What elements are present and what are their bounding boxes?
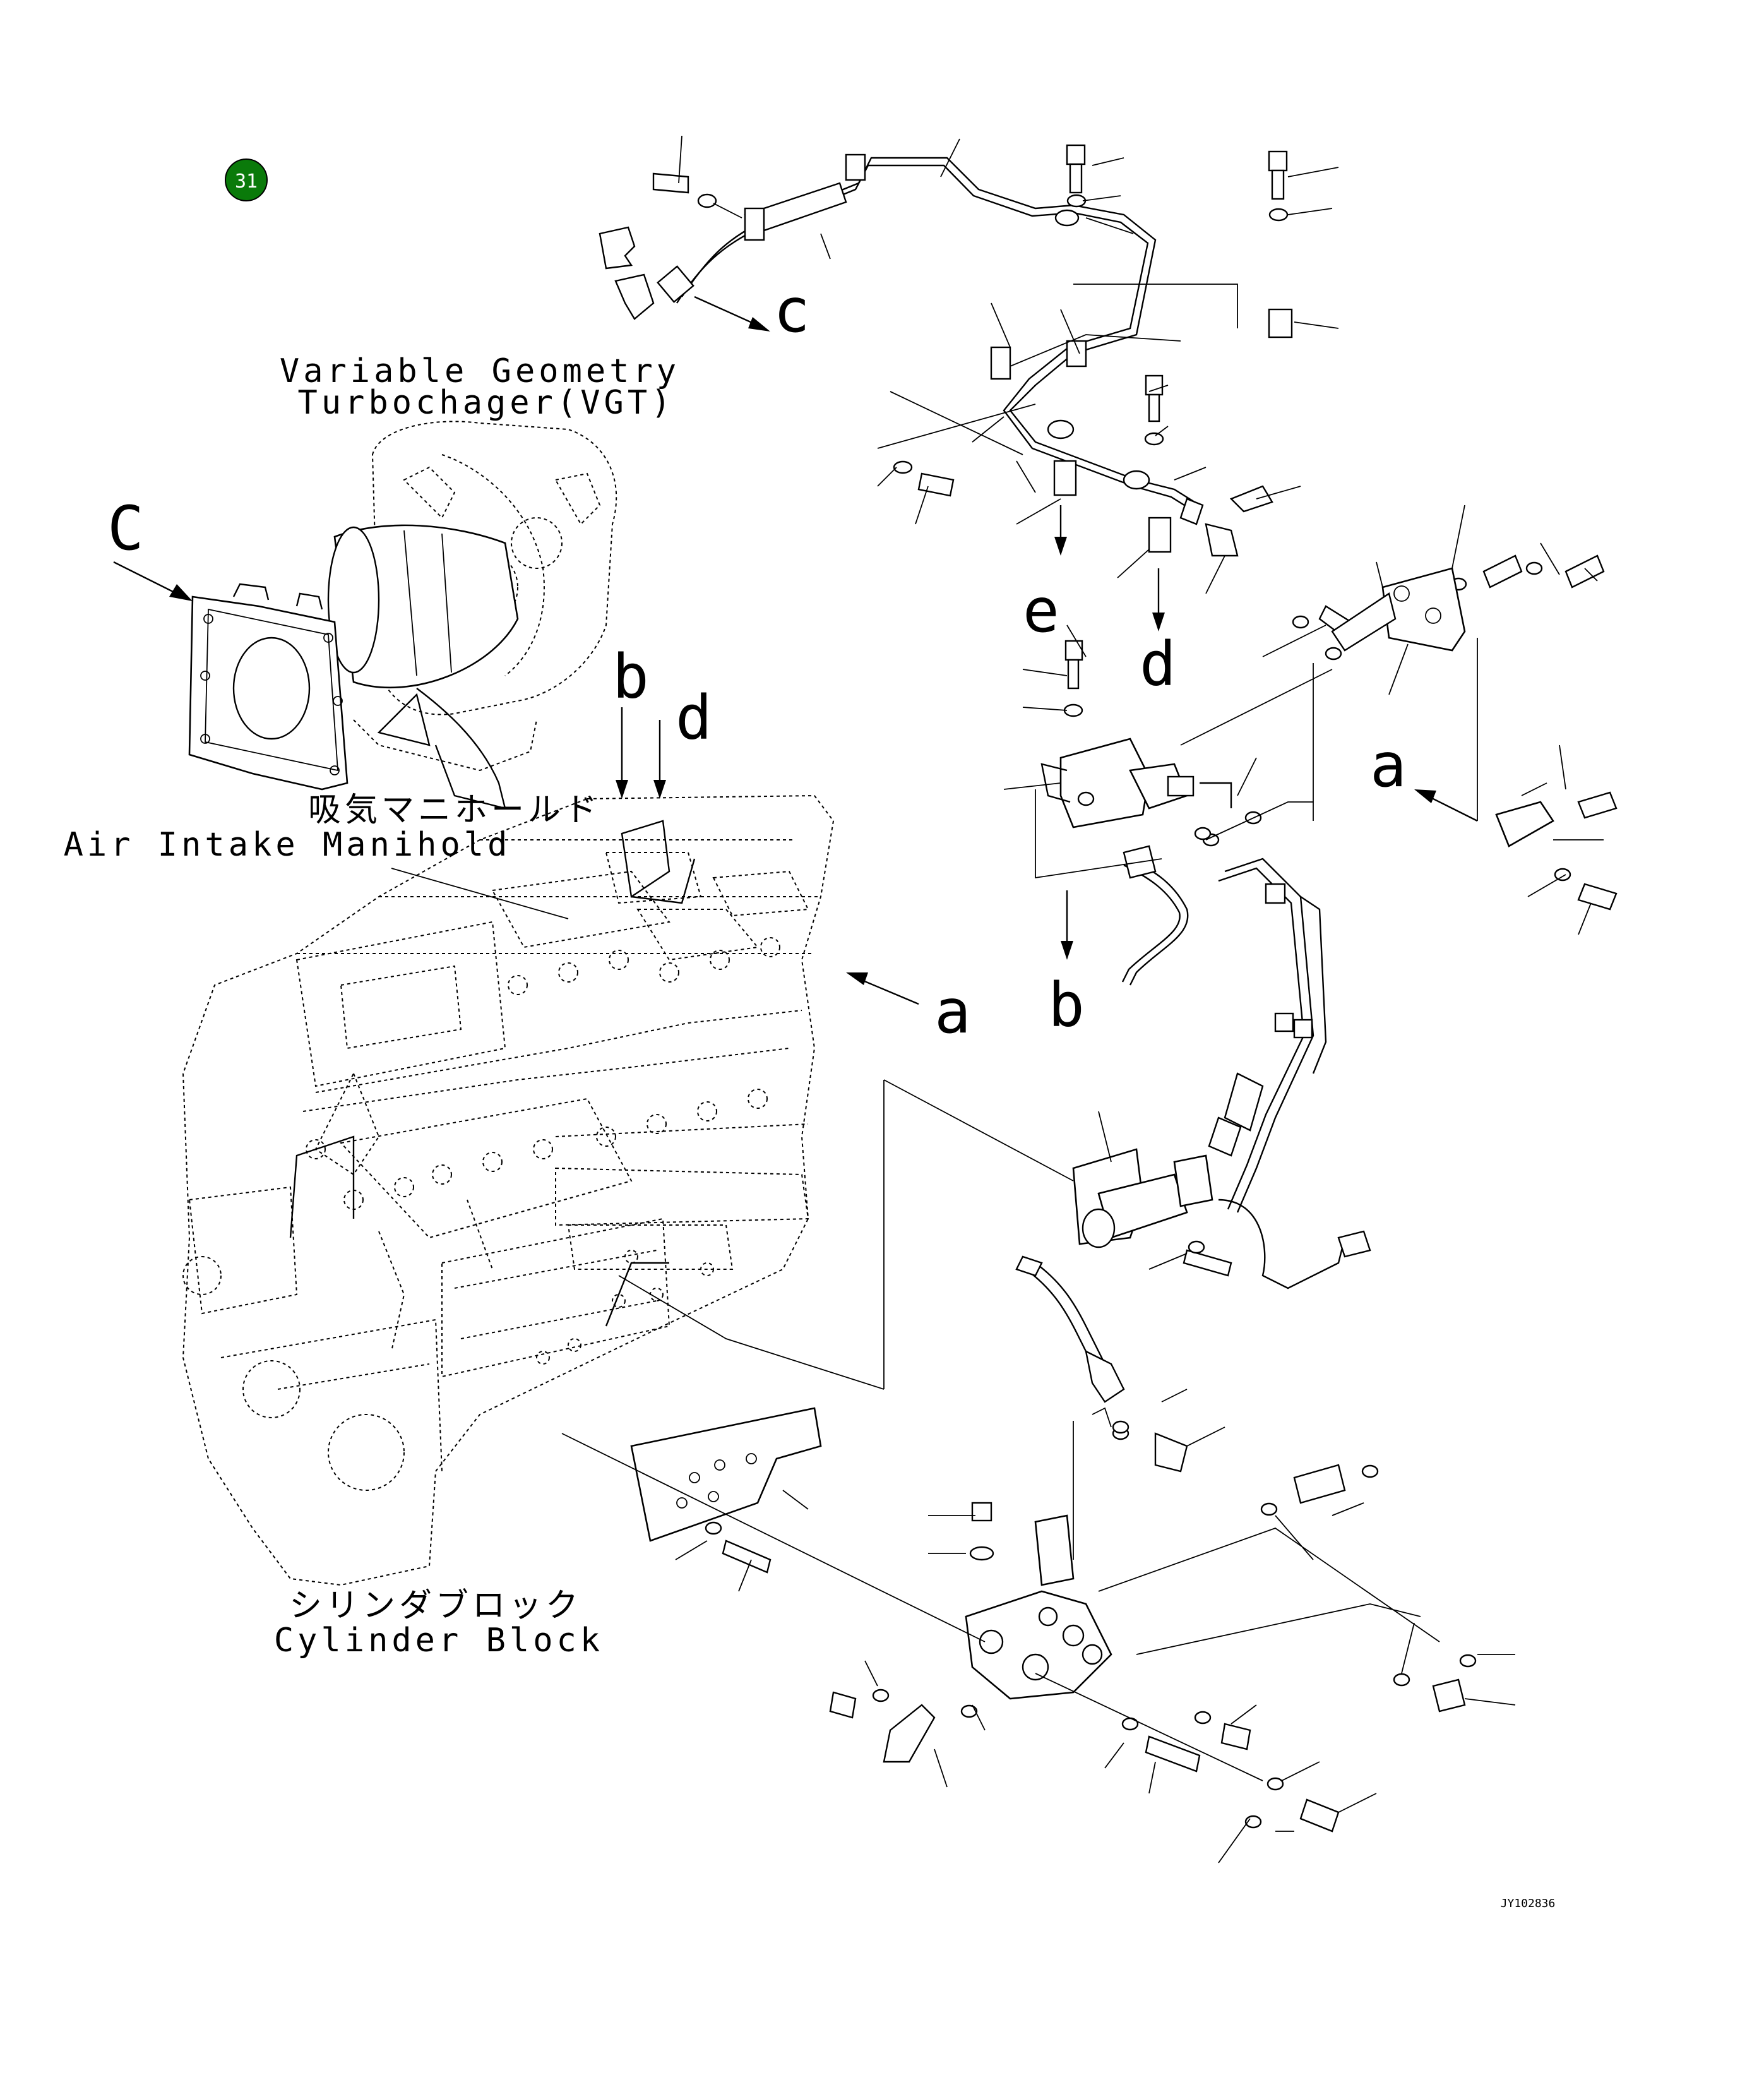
view-e-arrow: e [1023, 505, 1067, 646]
view-letter: C [107, 493, 144, 564]
view-a-arrow-block: a [846, 972, 971, 1047]
tee-block-upper [1331, 567, 1466, 652]
block-label-en: Cylinder Block [274, 1622, 604, 1659]
view-d-arrow-block: d [653, 683, 712, 799]
view-letter: b [1048, 970, 1085, 1041]
view-a-arrow-right: a [1370, 730, 1478, 822]
page-number-badge[interactable]: 31 [225, 158, 268, 201]
manifold-label-jp: 吸気マニホールド [308, 791, 601, 829]
clip-icon [1229, 485, 1273, 513]
drain-hose [1015, 1255, 1125, 1403]
clip-icon [599, 226, 636, 270]
valve-block [965, 1514, 1112, 1700]
view-letter: b [612, 642, 649, 712]
view-letter: d [1140, 629, 1176, 700]
view-c-arrow-upper: c [694, 275, 810, 346]
air-tube-upper [657, 153, 1204, 525]
fasteners-lower [705, 1420, 1477, 1833]
view-c-arrow-vgt: C [107, 493, 193, 601]
vgt-label-line2: Turbochager(VGT) [298, 384, 675, 422]
view-letter: a [1370, 730, 1407, 801]
washer [1194, 827, 1212, 840]
view-b-arrow-lower: b [1048, 890, 1085, 1041]
intake-manifold [621, 820, 696, 904]
view-d-arrow-upper: d [1140, 568, 1176, 700]
elbow-fitting [614, 273, 655, 320]
solenoid-valve-lower [1072, 1148, 1371, 1289]
wire-harness [1121, 845, 1327, 1213]
vgt-turbocharger [188, 421, 617, 810]
page-number: 31 [235, 170, 258, 193]
view-letter: c [773, 275, 810, 346]
manifold-label-en: Air Intake Manihold [64, 826, 511, 864]
solenoid-valve-upper [1040, 738, 1232, 828]
cylinder-block [182, 794, 835, 1586]
vgt-label-line1: Variable Geometry [280, 352, 680, 390]
bracket [1495, 801, 1554, 847]
block-label-jp: シリンダブロック [289, 1587, 582, 1625]
view-letter: a [934, 976, 971, 1047]
view-letter: e [1023, 575, 1059, 646]
view-letter: d [676, 683, 712, 753]
manifold-leader [391, 868, 569, 919]
mounting-bracket [630, 1407, 822, 1542]
leader-lines [561, 135, 1604, 1863]
drawing-code: JY102836 [1501, 1897, 1556, 1910]
view-b-arrow-block: b [612, 642, 649, 799]
